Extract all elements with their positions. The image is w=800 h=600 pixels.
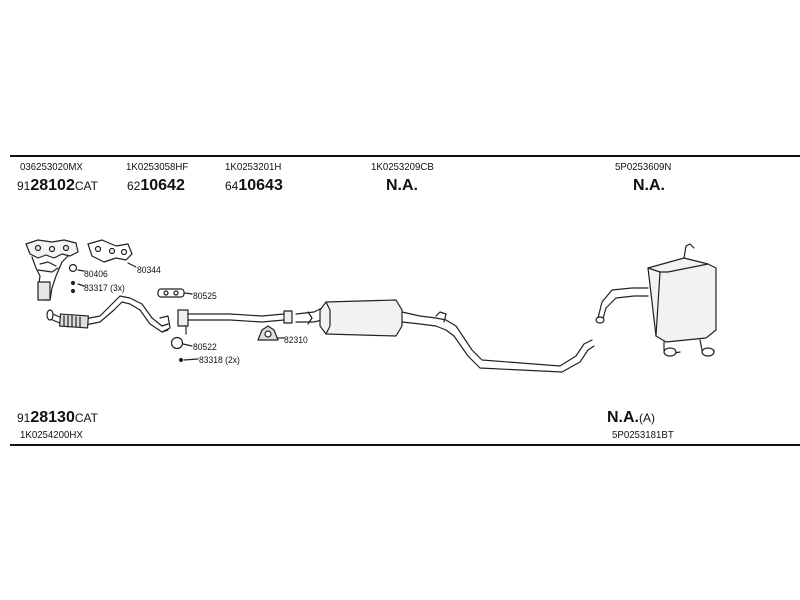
part-number-3-prefix: 64 (225, 179, 239, 193)
bottom-right-na-text: N.A. (607, 409, 639, 426)
callout-83317: 83317 (3x) (84, 283, 125, 294)
small-parts-icon (68, 262, 137, 294)
bottom-right-na: N.A.(A) (607, 410, 655, 426)
front-pipe-icon (46, 295, 171, 333)
bottom-right-note: (A) (639, 411, 655, 425)
part-na-4: N.A. (386, 177, 418, 194)
bottom-left-code: 1K0254200HX (20, 429, 83, 441)
bottom-left-suffix: CAT (74, 411, 98, 425)
bottom-left-prefix: 91 (17, 411, 31, 425)
part-code-2: 1K0253058HF (126, 161, 189, 173)
part-code-5: 5P0253609N (615, 161, 672, 173)
callout-80525: 80525 (193, 291, 217, 302)
part-number-2-main: 10642 (140, 177, 185, 194)
part-number-2: 6210642 (127, 178, 185, 194)
callout-80344: 80344 (137, 265, 161, 276)
rear-pipe-icon (435, 311, 595, 373)
part-number-3: 6410643 (225, 178, 283, 194)
bottom-left-part-number: 9128130CAT (17, 410, 98, 426)
center-silencer-icon (295, 299, 447, 337)
part-na-5: N.A. (633, 177, 665, 194)
bottom-right-code: 5P0253181BT (612, 429, 674, 441)
callout-83318: 83318 (2x) (199, 355, 240, 366)
exhaust-manifold-icon (25, 239, 79, 301)
part-number-1: 9128102CAT (17, 178, 98, 194)
manifold-gasket-icon (87, 239, 133, 263)
top-rule (10, 155, 800, 157)
part-number-1-suffix: CAT (74, 179, 98, 193)
pipe-gasket-icon (157, 288, 193, 298)
rear-muffler-icon (595, 243, 717, 357)
part-code-1: 036253020MX (20, 161, 83, 173)
intermediate-pipe-icon (177, 309, 293, 335)
part-number-2-prefix: 62 (127, 179, 141, 193)
bottom-rule (10, 444, 800, 446)
clamp-ring-icon (170, 336, 199, 363)
part-code-4: 1K0253209CB (371, 161, 434, 173)
bottom-left-main: 28130 (30, 409, 75, 426)
callout-82310: 82310 (284, 335, 308, 346)
part-code-3: 1K0253201H (225, 161, 282, 173)
part-number-3-main: 10643 (238, 177, 283, 194)
part-number-1-prefix: 91 (17, 179, 31, 193)
rubber-mount-icon (257, 325, 285, 341)
callout-80522: 80522 (193, 342, 217, 353)
part-number-1-main: 28102 (30, 177, 75, 194)
callout-80406: 80406 (84, 269, 108, 280)
